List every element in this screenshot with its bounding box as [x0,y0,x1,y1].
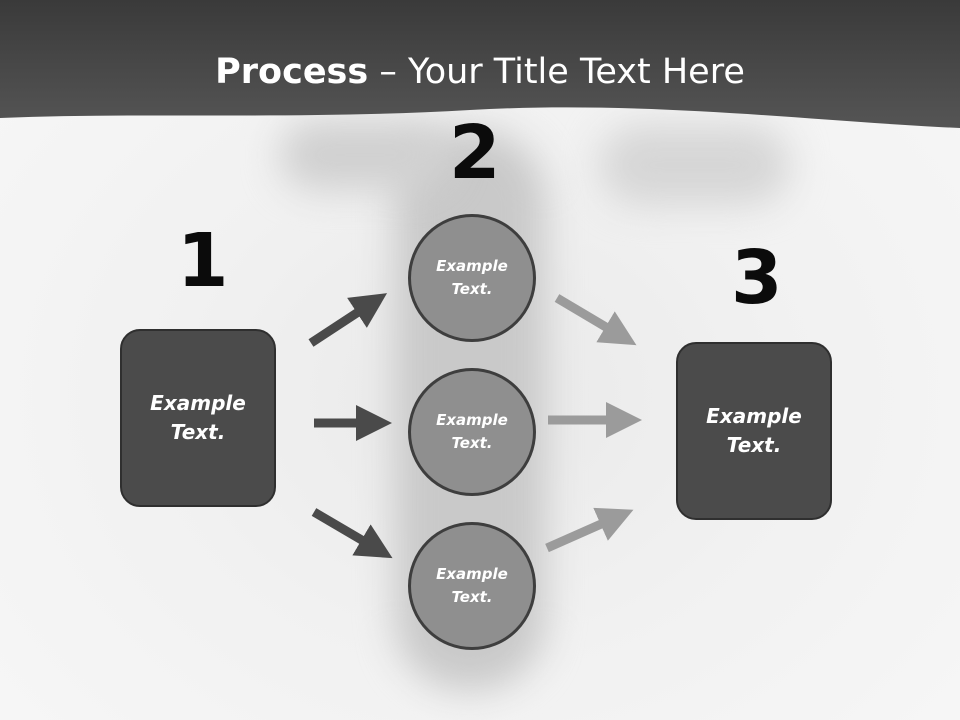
step-1-box-text: Example Text. [150,391,246,444]
background-silhouette-arm-right [600,125,790,205]
title-rest: – Your Title Text Here [368,52,745,92]
step-3-box-text: Example Text. [706,404,802,457]
arrow-up-right-dark [308,293,388,347]
slide-title: Process – Your Title Text Here [0,52,960,92]
circle-top-text: Example Text. [436,257,508,298]
step-number-2: 2 [449,110,501,196]
step-1-box: Example Text. [120,329,276,507]
circle-middle-text: Example Text. [436,411,508,452]
step-number-3: 3 [731,235,783,321]
arrow-up-right-light [545,507,634,553]
background-silhouette-arm-left [280,120,450,190]
arrow-down-right-light [554,294,637,346]
step-2-circle-middle: Example Text. [408,368,536,496]
arrow-down-right-dark [311,508,393,559]
header-band [0,0,960,128]
circle-bottom-text: Example Text. [436,565,508,606]
step-number-1: 1 [177,218,229,304]
step-3-box: Example Text. [676,342,832,520]
step-2-circle-top: Example Text. [408,214,536,342]
step-2-circle-bottom: Example Text. [408,522,536,650]
title-bold: Process [215,52,369,92]
